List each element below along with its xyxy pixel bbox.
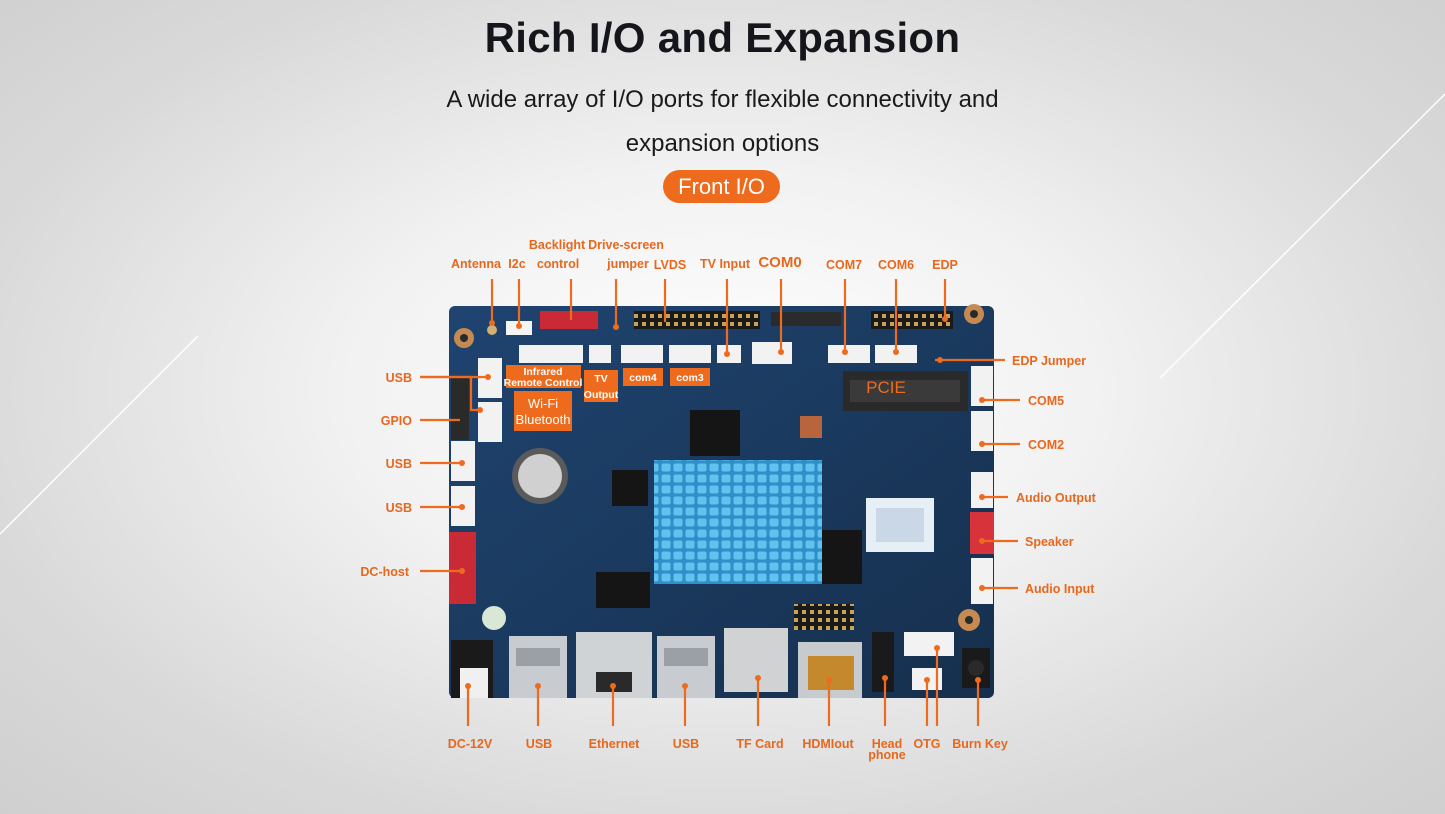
label-backlight-line1: Backlight xyxy=(529,238,586,252)
label-burn-key: Burn Key xyxy=(952,737,1008,751)
label-gpio: GPIO xyxy=(381,414,413,428)
label-ethernet: Ethernet xyxy=(589,737,641,751)
label-backlight-line2: control xyxy=(537,257,579,271)
leader-dots xyxy=(459,316,985,689)
leader-lines xyxy=(420,279,1020,726)
tag-tv-output-line1: TV xyxy=(594,373,607,385)
label-i2c: I2c xyxy=(508,257,525,271)
label-usb-left-2: USB xyxy=(386,457,412,471)
label-headphone-line1: Head xyxy=(872,737,903,751)
label-antenna: Antenna xyxy=(451,257,502,271)
deco-line-right xyxy=(1159,93,1445,379)
labels-left: USB GPIO USB USB DC-host xyxy=(360,371,412,579)
label-usb-bottom-1: USB xyxy=(526,737,552,751)
label-com5: COM5 xyxy=(1028,394,1064,408)
page-title: Rich I/O and Expansion xyxy=(484,14,961,61)
tag-wifi-line2: Bluetooth xyxy=(516,412,571,427)
heatsink xyxy=(654,460,822,584)
label-headphone-line2: phone xyxy=(868,748,906,762)
label-lvds: LVDS xyxy=(654,258,686,272)
label-speaker: Speaker xyxy=(1025,535,1074,549)
label-otg: OTG xyxy=(913,737,940,751)
tag-wifi-line1: Wi-Fi xyxy=(528,396,558,411)
label-edp-jumper: EDP Jumper xyxy=(1012,354,1086,368)
label-drive-screen-line2: jumper xyxy=(606,257,649,271)
label-com6: COM6 xyxy=(878,258,914,272)
front-io-badge: Front I/O xyxy=(663,170,780,203)
label-tf-card: TF Card xyxy=(736,737,783,751)
label-dc-host: DC-host xyxy=(360,565,409,579)
tag-com3: com3 xyxy=(676,372,704,384)
labels-bottom: DC-12V USB Ethernet USB TF Card HDMIout … xyxy=(448,737,1008,762)
label-dc-12v: DC-12V xyxy=(448,737,493,751)
tag-com4: com4 xyxy=(629,372,657,384)
label-com0: COM0 xyxy=(758,254,801,271)
label-audio-output: Audio Output xyxy=(1016,491,1097,505)
label-hdmi: HDMIout xyxy=(802,737,854,751)
label-tv-input: TV Input xyxy=(700,257,751,271)
labels-right: EDP Jumper COM5 COM2 Audio Output Speake… xyxy=(1012,354,1097,596)
label-edp: EDP xyxy=(932,258,958,272)
tag-pcie: PCIE xyxy=(866,378,906,397)
pcb-board xyxy=(449,304,994,698)
label-audio-input: Audio Input xyxy=(1025,582,1095,596)
deco-line-left xyxy=(0,335,199,535)
label-usb-left-3: USB xyxy=(386,501,412,515)
label-usb-left-1: USB xyxy=(386,371,412,385)
label-drive-screen-line1: Drive-screen xyxy=(588,238,664,252)
subtitle-line-1: A wide array of I/O ports for flexible c… xyxy=(446,86,999,113)
tag-tv-output-line2: Output xyxy=(584,389,619,401)
label-com7: COM7 xyxy=(826,258,862,272)
subtitle-line-2: expansion options xyxy=(625,130,820,157)
label-com2: COM2 xyxy=(1028,438,1064,452)
board-tags: Infrared Remote Control TV Output com4 c… xyxy=(504,365,906,431)
tag-infrared-line1: Infrared xyxy=(523,366,562,378)
tag-infrared-line2: Remote Control xyxy=(504,377,583,389)
labels-top: Antenna I2c Backlight control Drive-scre… xyxy=(451,238,958,272)
label-usb-bottom-2: USB xyxy=(673,737,699,751)
